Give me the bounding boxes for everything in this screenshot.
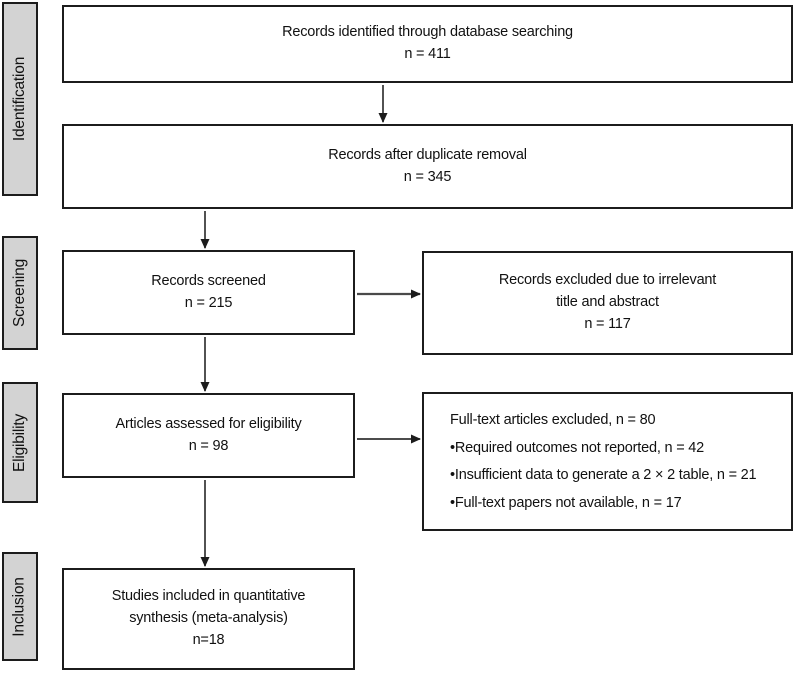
box-records-deduplicated: Records after duplicate removal n = 345 (62, 124, 793, 209)
box-text-line: synthesis (meta-analysis) (129, 610, 288, 627)
box-count: n = 411 (404, 46, 451, 62)
box-records-screened: Records screened n = 215 (62, 250, 355, 335)
box-count: n = 345 (403, 168, 452, 185)
stage-label-text: Eligibility (11, 413, 29, 472)
box-count: n = 117 (584, 315, 631, 332)
stage-label-text: Identification (11, 56, 29, 142)
box-text-line: Records after duplicate removal (328, 146, 527, 163)
exclusion-reason-item: Insufficient data to generate a 2 × 2 ta… (450, 468, 757, 483)
box-count: n = 215 (184, 294, 233, 311)
box-records-identified: Records identified through database sear… (62, 5, 793, 83)
stage-label-identification: Identification (2, 2, 38, 196)
stage-label-eligibility: Eligibility (2, 382, 38, 503)
box-text-line: Studies included in quantitative (111, 588, 306, 605)
box-count: n = 98 (188, 437, 229, 454)
stage-label-text: Screening (11, 259, 28, 327)
stage-label-screening: Screening (2, 236, 38, 350)
stage-label-inclusion: Inclusion (2, 552, 38, 661)
box-count: n=18 (192, 631, 225, 648)
box-text-line: Records excluded due to irrelevant (498, 272, 717, 289)
box-text-line: Records identified through database sear… (282, 24, 573, 41)
box-text-line: Records screened (151, 272, 266, 289)
box-fulltext-excluded: Full-text articles excluded, n = 80 Requ… (422, 392, 793, 531)
box-text-line: Articles assessed for eligibility (115, 415, 302, 432)
exclusion-reason-item: Required outcomes not reported, n = 42 (450, 440, 704, 456)
box-articles-eligibility: Articles assessed for eligibility n = 98 (62, 393, 355, 478)
stage-label-text: Inclusion (11, 576, 29, 637)
box-records-excluded: Records excluded due to irrelevant title… (422, 251, 793, 355)
box-studies-included: Studies included in quantitative synthes… (62, 568, 355, 670)
box-text-line: title and abstract (556, 294, 659, 311)
exclusion-reason-item: Full-text papers not available, n = 17 (450, 495, 682, 511)
box-text-line: Full-text articles excluded, n = 80 (450, 412, 656, 428)
